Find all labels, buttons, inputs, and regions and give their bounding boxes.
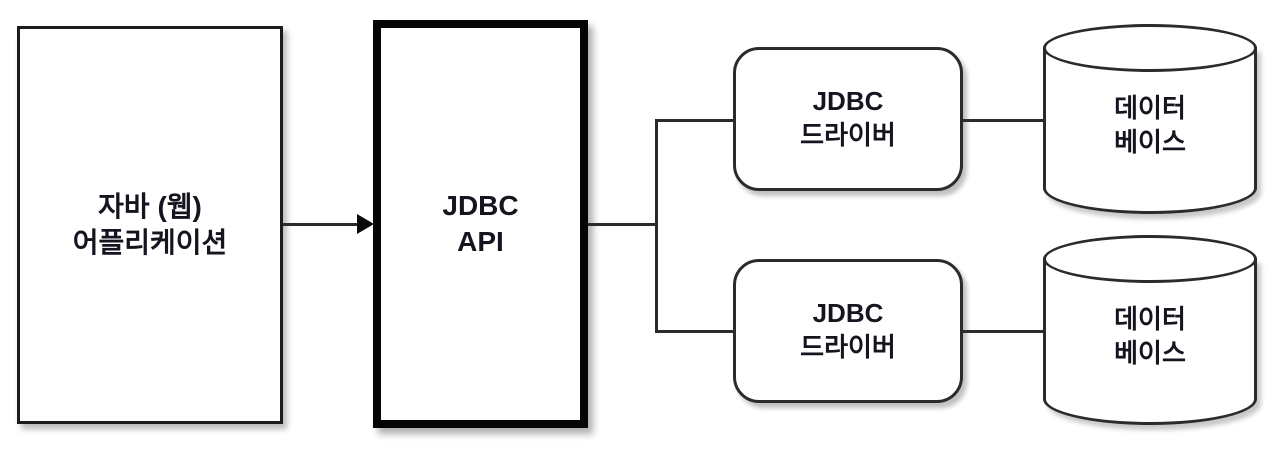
jdbc-driver-top-label-line1: JDBC [812, 86, 884, 117]
database-cylinder-top-ellipse [1043, 24, 1257, 72]
jdbc-api-label-line1: JDBC [442, 189, 519, 221]
jdbc-api-label-line2: API [457, 226, 504, 257]
arrowhead-icon [357, 214, 374, 234]
database-top-label-line2: 베이스 [1114, 127, 1186, 157]
java-application-label-line1: 자바 (웹) [98, 190, 202, 222]
database-cylinder-top: 데이터 베이스 [1043, 24, 1257, 214]
database-cylinder-bottom-body [1043, 258, 1257, 425]
database-top-label-line1: 데이터 [1114, 93, 1186, 124]
database-cylinder-bottom-ellipse [1043, 235, 1257, 283]
database-top-label: 데이터 베이스 [1043, 24, 1257, 214]
database-bottom-label-line1: 데이터 [1114, 304, 1186, 335]
connector-branch-to-driver-top [655, 119, 733, 122]
java-application-label-line2: 어플리케이션 [72, 227, 228, 258]
jdbc-driver-box-top: JDBC 드라이버 [733, 47, 963, 191]
connector-api-out [588, 223, 657, 226]
java-application-box: 자바 (웹) 어플리케이션 [17, 26, 283, 424]
connector-driver-top-to-database [963, 119, 1043, 122]
database-cylinder-bottom: 데이터 베이스 [1043, 235, 1257, 425]
connector-driver-bottom-to-database [963, 330, 1043, 333]
connector-branch-to-driver-bottom [655, 330, 733, 333]
database-bottom-label-line2: 베이스 [1114, 338, 1186, 368]
connector-branch-vertical [655, 119, 658, 333]
jdbc-api-box: JDBC API [373, 20, 588, 428]
connector-app-to-api [283, 223, 361, 226]
database-cylinder-top-body [1043, 47, 1257, 214]
database-bottom-label: 데이터 베이스 [1043, 235, 1257, 425]
jdbc-driver-box-bottom: JDBC 드라이버 [733, 259, 963, 403]
jdbc-driver-bottom-label-line2: 드라이버 [800, 332, 896, 362]
jdbc-driver-top-label-line2: 드라이버 [800, 120, 896, 150]
jdbc-driver-bottom-label-line1: JDBC [812, 298, 884, 329]
